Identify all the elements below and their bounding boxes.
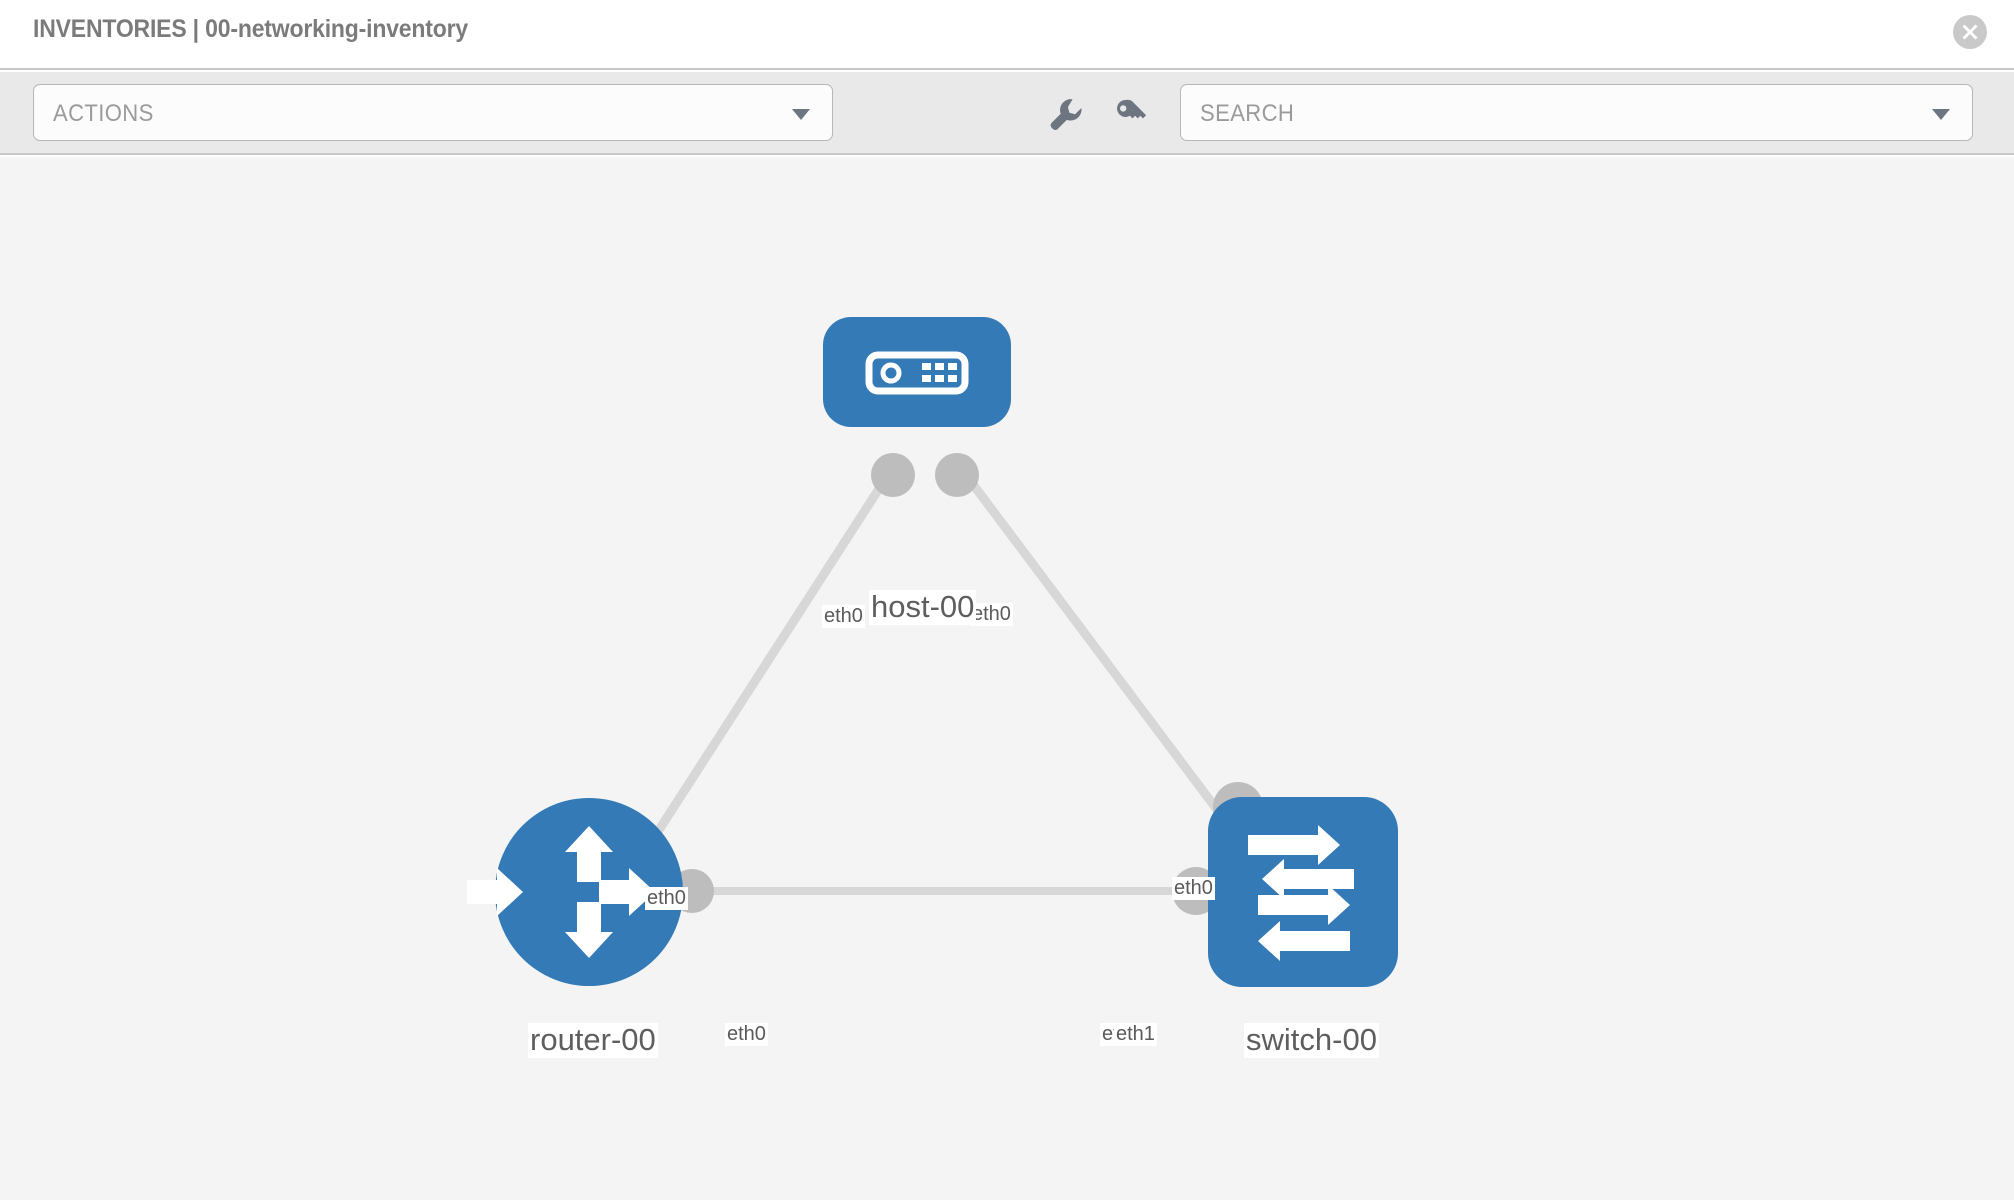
node-host-00[interactable]: [823, 317, 1011, 427]
topology-canvas[interactable]: eth0 eth0 eth0 eth0 eth0 eth0 eth1 host-…: [0, 157, 2014, 1200]
link-host00-router00[interactable]: [644, 464, 897, 850]
node-label-host-00: host-00: [869, 589, 977, 625]
node-label-router-00: router-00: [528, 1022, 658, 1058]
node-host-00-shape[interactable]: [823, 317, 1011, 427]
topology-graph: [467, 317, 1398, 987]
search-placeholder: SEARCH: [1200, 100, 1295, 127]
node-switch-00[interactable]: [1208, 797, 1398, 987]
close-button[interactable]: [1953, 15, 1987, 49]
chevron-down-icon: [792, 108, 810, 120]
node-router-00-shape[interactable]: [495, 798, 683, 986]
node-router-00[interactable]: [467, 798, 683, 986]
topology-connectors: [670, 453, 1263, 915]
link-host00-switch00[interactable]: [956, 464, 1249, 850]
chevron-down-icon: [1932, 108, 1950, 120]
actions-dropdown[interactable]: ACTIONS: [33, 84, 833, 141]
router-arrows-icon: [467, 826, 655, 958]
key-button[interactable]: [1110, 92, 1152, 134]
iface-label: eth0: [822, 605, 865, 628]
actions-dropdown-label: ACTIONS: [53, 100, 154, 127]
wrench-button[interactable]: [1043, 92, 1085, 134]
iface-label: eth0: [1172, 877, 1215, 900]
toolbar: ACTIONS SEARCH: [0, 72, 2014, 155]
topology-links: [644, 464, 1249, 895]
close-icon: [1962, 24, 1978, 40]
connector-dot: [935, 453, 979, 497]
wrench-icon: [1050, 99, 1082, 130]
iface-label: eth0: [645, 887, 688, 910]
page-header: INVENTORIES | 00-networking-inventory: [0, 0, 2014, 70]
iface-label: eth1: [1114, 1023, 1157, 1046]
key-icon: [1117, 99, 1147, 119]
switch-arrows-icon: [1248, 825, 1354, 961]
node-switch-00-shape[interactable]: [1208, 797, 1398, 987]
iface-label: eth0: [725, 1023, 768, 1046]
connector-dot: [871, 453, 915, 497]
node-label-switch-00: switch-00: [1244, 1022, 1379, 1058]
server-icon: [865, 351, 969, 395]
iface-label: eth0: [970, 603, 1013, 626]
search-input[interactable]: SEARCH: [1180, 84, 1973, 141]
page-title: INVENTORIES | 00-networking-inventory: [33, 15, 469, 43]
